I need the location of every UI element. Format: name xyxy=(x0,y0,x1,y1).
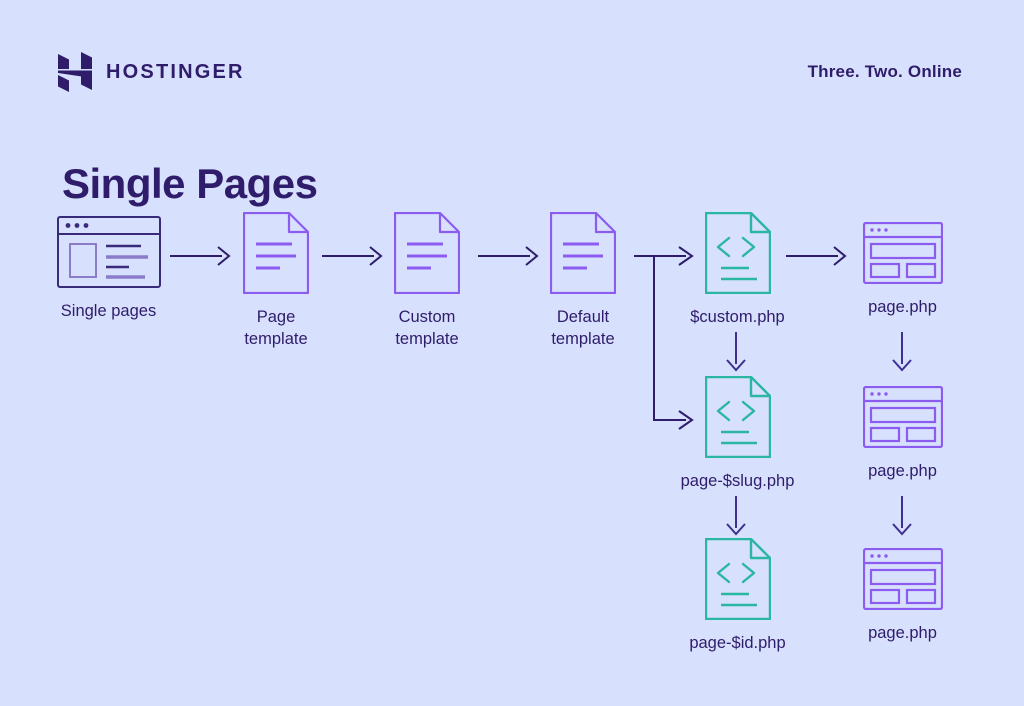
node-page-php-1: page.php xyxy=(840,222,965,318)
node-label: page.php xyxy=(868,624,937,642)
browser-window-icon xyxy=(862,548,943,610)
node-custom-php: $custom.php xyxy=(660,212,815,328)
brand-tagline: Three. Two. Online xyxy=(807,62,962,81)
node-page-php-2: page.php xyxy=(840,386,965,482)
node-art xyxy=(704,212,771,294)
browser-window-icon xyxy=(56,216,161,288)
arrow-single-to-page xyxy=(170,246,231,266)
node-custom-template: Custom template xyxy=(377,212,477,350)
node-label: Default template xyxy=(551,308,615,349)
brand-logo: HOSTINGER xyxy=(58,52,245,92)
node-page-id-php: page-$id.php xyxy=(660,538,815,654)
node-label: $custom.php xyxy=(690,308,785,326)
browser-window-icon xyxy=(862,386,943,448)
node-page-php-3: page.php xyxy=(840,548,965,644)
brand-wordmark: HOSTINGER xyxy=(106,61,245,83)
node-single-pages: Single pages xyxy=(56,216,161,322)
arrow-default-branch xyxy=(634,246,694,430)
document-icon xyxy=(243,212,309,294)
document-icon xyxy=(394,212,460,294)
node-page-template: Page template xyxy=(226,212,326,350)
node-art xyxy=(394,212,460,294)
page-title: Single Pages xyxy=(62,160,318,208)
arrow-custom-to-pagephp xyxy=(786,246,847,266)
node-label: Custom template xyxy=(395,308,459,349)
node-art xyxy=(243,212,309,294)
code-file-icon xyxy=(704,538,771,620)
node-label: page-$slug.php xyxy=(680,472,795,490)
hostinger-h-logo-icon xyxy=(58,52,92,92)
arrow-custom-to-default xyxy=(478,246,539,266)
node-art xyxy=(56,216,161,288)
arrow-slug-to-id xyxy=(726,496,746,536)
code-file-icon xyxy=(704,212,771,294)
node-art xyxy=(550,212,616,294)
node-art xyxy=(862,548,943,610)
browser-window-icon xyxy=(862,222,943,284)
node-label: Single pages xyxy=(60,302,157,320)
arrow-pagephp2-to-pagephp3 xyxy=(892,496,912,536)
node-art xyxy=(862,222,943,284)
node-art xyxy=(704,376,771,458)
code-file-icon xyxy=(704,376,771,458)
node-label: page-$id.php xyxy=(689,634,786,652)
node-label: Page template xyxy=(244,308,308,349)
node-art xyxy=(704,538,771,620)
node-label: page.php xyxy=(868,462,937,480)
arrow-page-to-custom xyxy=(322,246,383,266)
node-page-slug-php: page-$slug.php xyxy=(660,376,815,492)
arrow-custom-to-slug xyxy=(726,332,746,372)
node-label: page.php xyxy=(868,298,937,316)
document-icon xyxy=(550,212,616,294)
node-default-template: Default template xyxy=(533,212,633,350)
arrow-pagephp1-to-pagephp2 xyxy=(892,332,912,372)
node-art xyxy=(862,386,943,448)
